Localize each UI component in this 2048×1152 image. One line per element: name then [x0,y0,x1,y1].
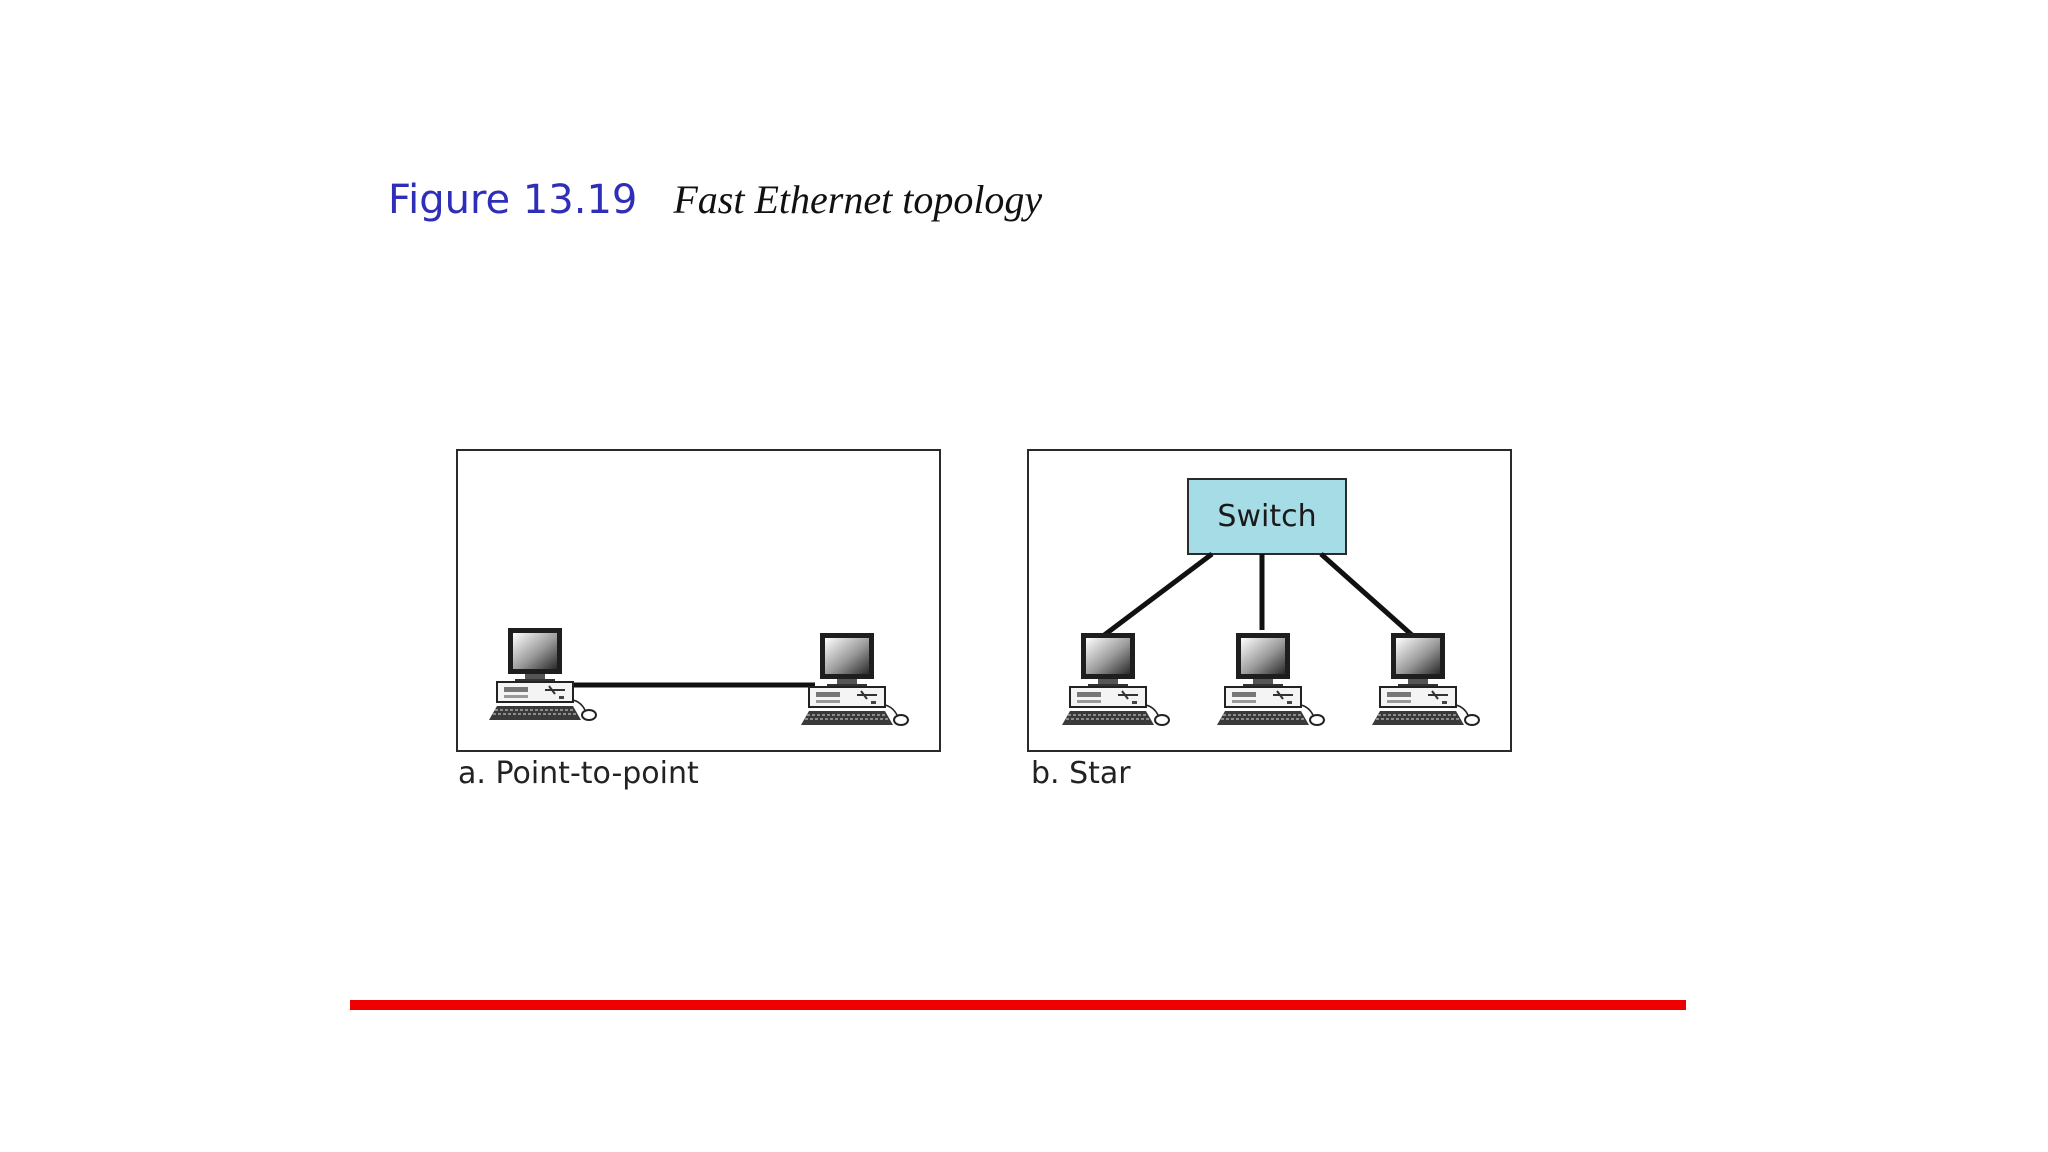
figure-title: Fast Ethernet topology [673,177,1043,222]
figure-number: Figure 13.19 [388,177,638,223]
divider-rule [350,1000,1686,1010]
caption-star: b. Star [1031,756,1131,791]
link-line [1319,552,1415,638]
switch-box [1187,478,1347,555]
panel-point-to-point [456,449,941,752]
panel-star [1027,449,1512,752]
switch-label: Switch [1217,499,1317,534]
caption-point-to-point: a. Point-to-point [458,756,699,791]
link-line [1101,552,1214,638]
figure-heading: Figure 13.19 Fast Ethernet topology [388,176,1042,236]
